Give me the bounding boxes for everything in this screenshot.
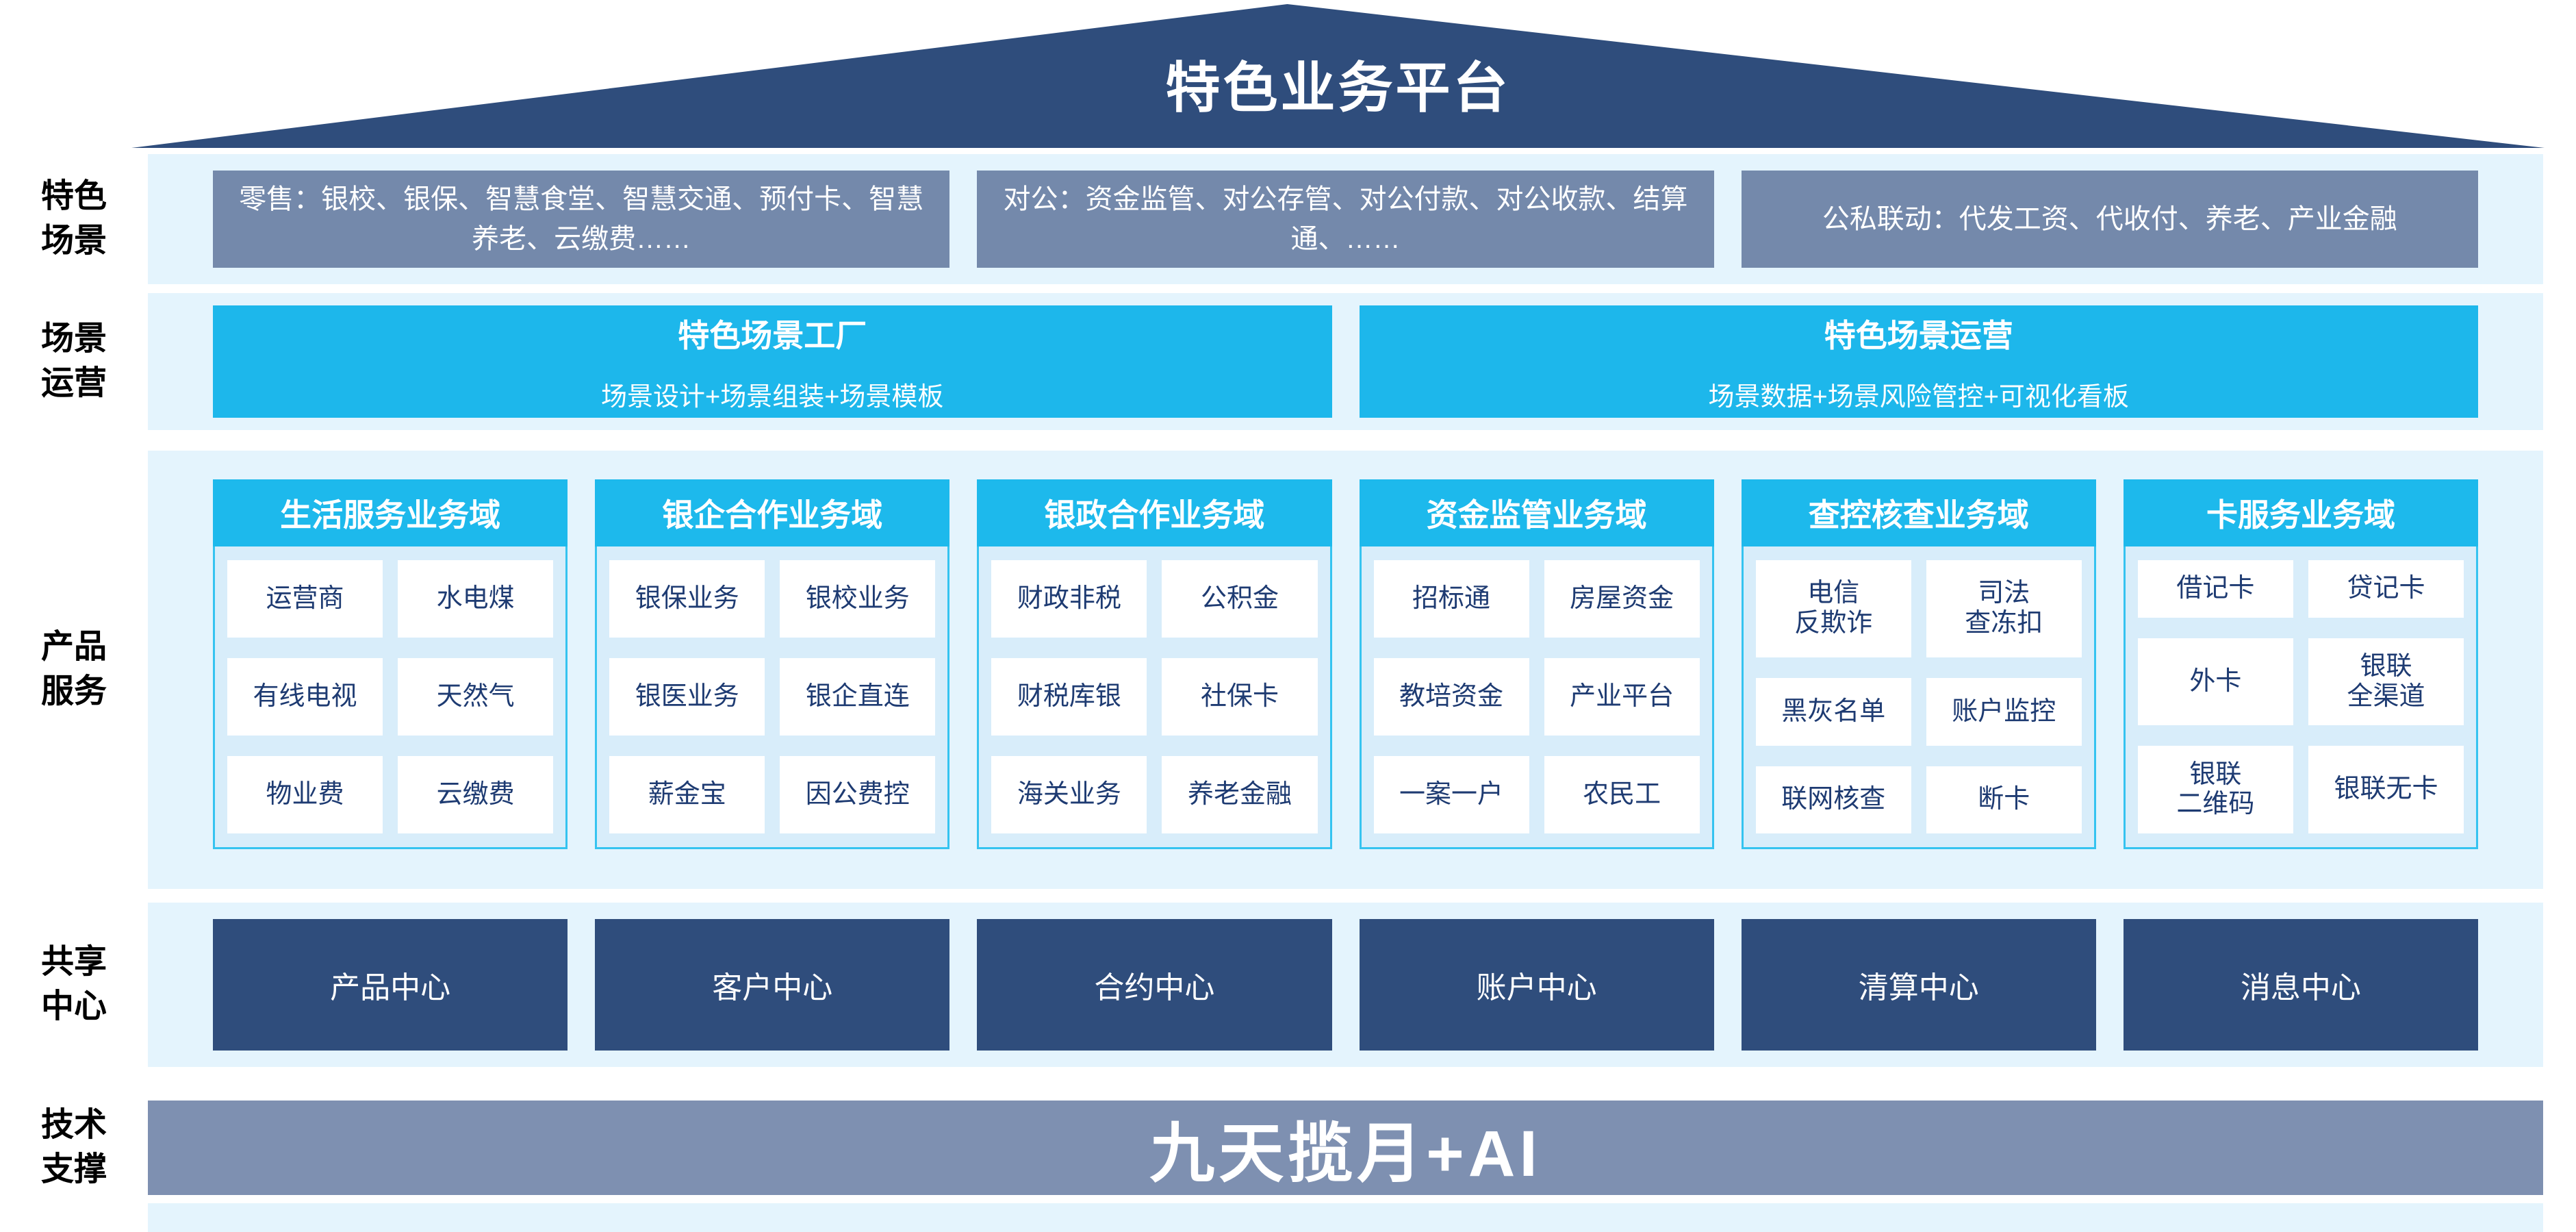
side-label-tech: 技术 支撑	[40, 1107, 107, 1187]
bottom-band-sliver	[148, 1203, 2543, 1232]
page-title: 特色业务平台	[1165, 58, 1511, 118]
product-item: 银校业务	[780, 560, 936, 638]
product-item: 社保卡	[1162, 658, 1318, 736]
scene-operation-box: 特色场景运营 场景数据+场景风险管控+可视化看板	[1359, 305, 2478, 418]
domain-header: 银政合作业务域	[977, 479, 1332, 546]
product-item: 海关业务	[991, 756, 1147, 833]
product-item: 物业费	[227, 756, 383, 833]
domain-fund-supervision: 资金监管业务域 招标通 房屋资金 教培资金 产业平台 一案一户 农民工	[1359, 479, 1714, 849]
product-item: 司法 查冻扣	[1926, 560, 2082, 658]
center-clearing: 清算中心	[1741, 919, 2096, 1051]
product-item: 水电煤	[398, 560, 554, 638]
product-item: 银联 二维码	[2137, 746, 2293, 833]
scene-factory-subtitle: 场景设计+场景组装+场景模板	[601, 382, 944, 412]
domain-header: 资金监管业务域	[1359, 479, 1714, 546]
side-label-scene: 特色 场景	[40, 178, 107, 259]
product-item: 黑灰名单	[1755, 678, 1911, 746]
product-item: 断卡	[1926, 766, 2082, 833]
product-item: 银企直连	[780, 658, 936, 736]
product-item: 外卡	[2137, 638, 2293, 726]
scene-box-corporate: 对公：资金监管、对公存管、对公付款、对公收款、结算通、……	[977, 171, 1714, 268]
domain-header: 卡服务业务域	[2123, 479, 2479, 546]
scene-factory-title: 特色场景工厂	[678, 317, 867, 353]
product-item: 贷记卡	[2308, 560, 2464, 618]
domain-bank-government: 银政合作业务域 财政非税 公积金 财税库银 社保卡 海关业务 养老金融	[977, 479, 1332, 849]
product-item: 农民工	[1544, 756, 1700, 833]
product-item: 财税库银	[991, 658, 1147, 736]
product-item: 因公费控	[780, 756, 936, 833]
product-item: 公积金	[1162, 560, 1318, 638]
domain-body: 财政非税 公积金 财税库银 社保卡 海关业务 养老金融	[977, 546, 1332, 849]
product-item: 账户监控	[1926, 678, 2082, 746]
domain-life-services: 生活服务业务域 运营商 水电煤 有线电视 天然气 物业费 云缴费	[213, 479, 568, 849]
product-item: 养老金融	[1162, 756, 1318, 833]
scene-operation-title: 特色场景运营	[1824, 317, 2013, 353]
side-label-share: 共享 中心	[40, 944, 107, 1024]
product-item: 财政非税	[991, 560, 1147, 638]
product-item: 有线电视	[227, 658, 383, 736]
domain-card-services: 卡服务业务域 借记卡 贷记卡 外卡 银联 全渠道 银联 二维码 银联无卡	[2123, 479, 2479, 849]
scene-factory-box: 特色场景工厂 场景设计+场景组装+场景模板	[213, 305, 1332, 418]
center-account: 账户中心	[1359, 919, 1714, 1051]
product-item: 教培资金	[1373, 658, 1529, 736]
center-customer: 客户中心	[595, 919, 950, 1051]
platform-roof: 特色业务平台	[131, 4, 2545, 148]
center-message: 消息中心	[2123, 919, 2479, 1051]
band-featured-scenes: 零售：银校、银保、智慧食堂、智慧交通、预付卡、智慧养老、云缴费…… 对公：资金监…	[148, 154, 2543, 284]
band-scene-operation: 特色场景工厂 场景设计+场景组装+场景模板 特色场景运营 场景数据+场景风险管控…	[148, 293, 2543, 430]
domain-body: 招标通 房屋资金 教培资金 产业平台 一案一户 农民工	[1359, 546, 1714, 849]
side-label-product: 产品 服务	[40, 629, 107, 709]
scene-box-retail: 零售：银校、银保、智慧食堂、智慧交通、预付卡、智慧养老、云缴费……	[213, 171, 950, 268]
product-item: 运营商	[227, 560, 383, 638]
domain-body: 借记卡 贷记卡 外卡 银联 全渠道 银联 二维码 银联无卡	[2123, 546, 2479, 849]
tech-support-bar: 九天揽月+AI	[148, 1101, 2543, 1195]
domain-inquiry-control: 查控核查业务域 电信 反欺诈 司法 查冻扣 黑灰名单 账户监控 联网核查 断卡	[1741, 479, 2096, 849]
center-contract: 合约中心	[977, 919, 1332, 1051]
product-item: 银联 全渠道	[2308, 638, 2464, 726]
scene-operation-subtitle: 场景数据+场景风险管控+可视化看板	[1708, 382, 2129, 412]
product-item: 天然气	[398, 658, 554, 736]
product-item: 房屋资金	[1544, 560, 1700, 638]
product-item: 薪金宝	[609, 756, 765, 833]
domain-body: 银保业务 银校业务 银医业务 银企直连 薪金宝 因公费控	[595, 546, 950, 849]
domain-bank-enterprise: 银企合作业务域 银保业务 银校业务 银医业务 银企直连 薪金宝 因公费控	[595, 479, 950, 849]
domain-body: 运营商 水电煤 有线电视 天然气 物业费 云缴费	[213, 546, 568, 849]
product-item: 电信 反欺诈	[1755, 560, 1911, 658]
product-item: 借记卡	[2137, 560, 2293, 618]
scene-box-public-private: 公私联动：代发工资、代收付、养老、产业金融	[1741, 171, 2478, 268]
product-item: 一案一户	[1373, 756, 1529, 833]
product-item: 银联无卡	[2308, 746, 2464, 833]
center-product: 产品中心	[213, 919, 568, 1051]
side-label-operation: 场景 运营	[40, 320, 107, 401]
product-item: 联网核查	[1755, 766, 1911, 833]
domain-body: 电信 反欺诈 司法 查冻扣 黑灰名单 账户监控 联网核查 断卡	[1741, 546, 2096, 849]
product-item: 产业平台	[1544, 658, 1700, 736]
domain-header: 银企合作业务域	[595, 479, 950, 546]
band-product-services: 生活服务业务域 运营商 水电煤 有线电视 天然气 物业费 云缴费 银企合作业务域…	[148, 451, 2543, 889]
product-item: 银保业务	[609, 560, 765, 638]
domain-header: 查控核查业务域	[1741, 479, 2096, 546]
product-item: 招标通	[1373, 560, 1529, 638]
product-item: 银医业务	[609, 658, 765, 736]
domain-header: 生活服务业务域	[213, 479, 568, 546]
product-item: 云缴费	[398, 756, 554, 833]
band-shared-centers: 产品中心 客户中心 合约中心 账户中心 清算中心 消息中心	[148, 903, 2543, 1067]
